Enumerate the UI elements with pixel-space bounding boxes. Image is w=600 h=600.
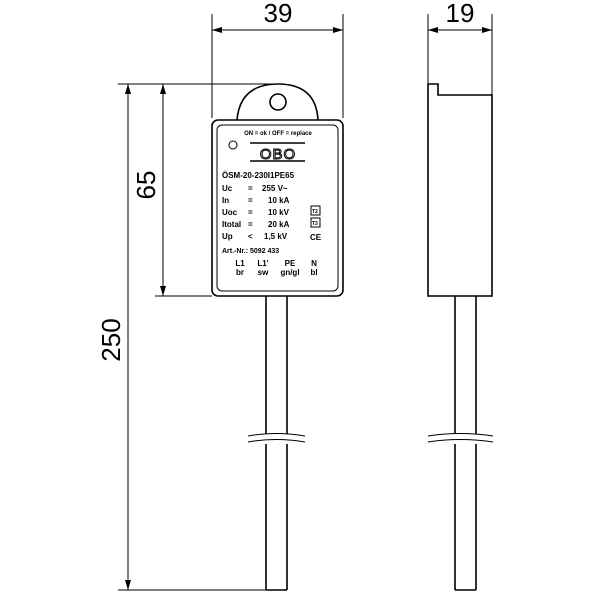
front-cable [247,296,306,591]
status-led [228,140,238,150]
side-view [427,83,494,591]
depth-dimension: 19 [427,0,493,95]
svg-text:In=10 kA: In=10 kA [222,196,290,205]
svg-text:OBO: OBO [260,146,296,163]
svg-text:gn/gl: gn/gl [280,268,299,277]
svg-text:L1': L1' [257,259,268,268]
total-height-dimension: 250 [96,83,280,591]
model-text: ÖSM-20-230I1PE65 [222,171,295,180]
terminal-list: L1 br L1' sw PE gn/gl N bl [235,259,317,277]
total-height-label: 250 [96,318,126,361]
width-label: 39 [264,0,293,28]
type-t3: T3 [312,221,318,227]
ce-mark: CE [310,233,322,242]
depth-label: 19 [446,0,475,28]
svg-text:sw: sw [258,268,269,277]
spec-list: Uc=255 V~ In=10 kA Uoc=10 kV Itotal=20 k… [222,184,290,241]
svg-text:Itotal=20 kA: Itotal=20 kA [222,220,290,229]
svg-text:bl: bl [310,268,317,277]
body-height-dimension: 65 [131,84,212,297]
svg-text:N: N [311,259,317,268]
svg-text:Uc=255 V~: Uc=255 V~ [222,184,288,193]
status-text: ON = ok / OFF = replace [244,131,312,137]
obo-logo: OBO [250,142,305,164]
front-view: ON = ok / OFF = replace OBO ÖSM-20-230I1… [211,83,344,591]
type-t2: T2 [312,209,318,215]
side-cable [427,296,494,591]
svg-text:br: br [236,268,244,277]
body-height-label: 65 [131,171,161,200]
svg-text:Uoc=10 kV: Uoc=10 kV [222,208,290,217]
svg-text:Up<1,5 kV: Up<1,5 kV [222,232,288,241]
article-number: Art.-Nr.: 5092 433 [222,248,279,255]
svg-text:PE: PE [285,259,296,268]
svg-text:L1: L1 [235,259,245,268]
width-dimension: 39 [211,0,344,118]
